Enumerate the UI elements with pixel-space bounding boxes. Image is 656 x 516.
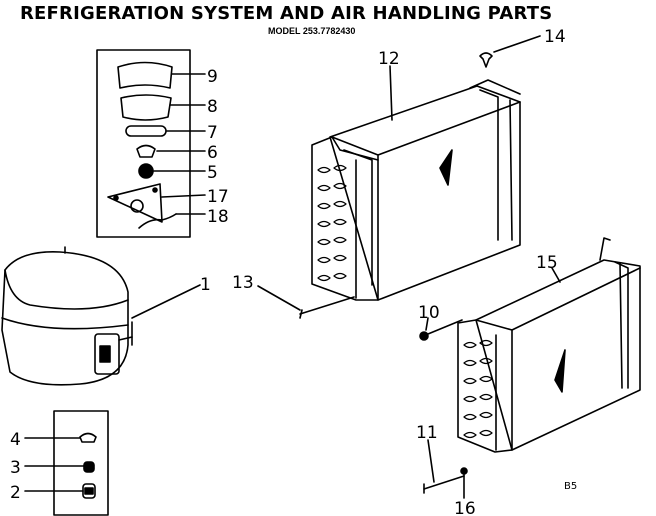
- leader-15: [551, 267, 561, 283]
- callout-3: 3: [10, 458, 21, 478]
- leader-14: [493, 35, 541, 53]
- lower-panel-leaders: [24, 437, 85, 492]
- evaporator-coil: [311, 79, 521, 301]
- page-code: B5: [564, 481, 578, 492]
- callout-11: 11: [416, 423, 438, 443]
- callout-2: 2: [10, 483, 21, 503]
- leader-12: [389, 65, 393, 121]
- callout-5: 5: [207, 163, 218, 183]
- screw-14: [479, 52, 493, 68]
- callout-13: 13: [232, 273, 254, 293]
- callout-10: 10: [418, 303, 440, 323]
- callout-6: 6: [207, 143, 218, 163]
- leader-10: [425, 317, 429, 331]
- callout-1: 1: [200, 275, 211, 295]
- callout-7: 7: [207, 123, 218, 143]
- condenser-coil: [457, 237, 641, 453]
- leader-13: [257, 285, 301, 311]
- callout-12: 12: [378, 49, 400, 69]
- mount-kit-panel: [53, 410, 109, 516]
- callout-4: 4: [10, 430, 21, 450]
- callout-16: 16: [454, 499, 476, 516]
- leader-11: [427, 439, 435, 483]
- upper-panel-leaders: [153, 73, 206, 215]
- callout-14: 14: [544, 27, 566, 47]
- valve-kit-panel: [96, 49, 191, 238]
- screw-13: [299, 296, 355, 319]
- page-title: REFRIGERATION SYSTEM AND AIR HANDLING PA…: [20, 3, 553, 24]
- callout-9: 9: [207, 67, 218, 87]
- leader-1: [131, 284, 201, 319]
- callout-18: 18: [207, 207, 229, 227]
- rod-11: [423, 475, 465, 494]
- callout-labels: 9 8 7 6 5 17 18 1 4 3 2 12 14 13 15 10 1…: [10, 27, 566, 516]
- callout-8: 8: [207, 97, 218, 117]
- callout-15: 15: [536, 253, 558, 273]
- screw-16: [460, 467, 468, 499]
- screw-10: [419, 319, 463, 341]
- compressor: [1, 246, 133, 386]
- callout-17: 17: [207, 187, 229, 207]
- model-number: MODEL 253.7782430: [268, 26, 356, 36]
